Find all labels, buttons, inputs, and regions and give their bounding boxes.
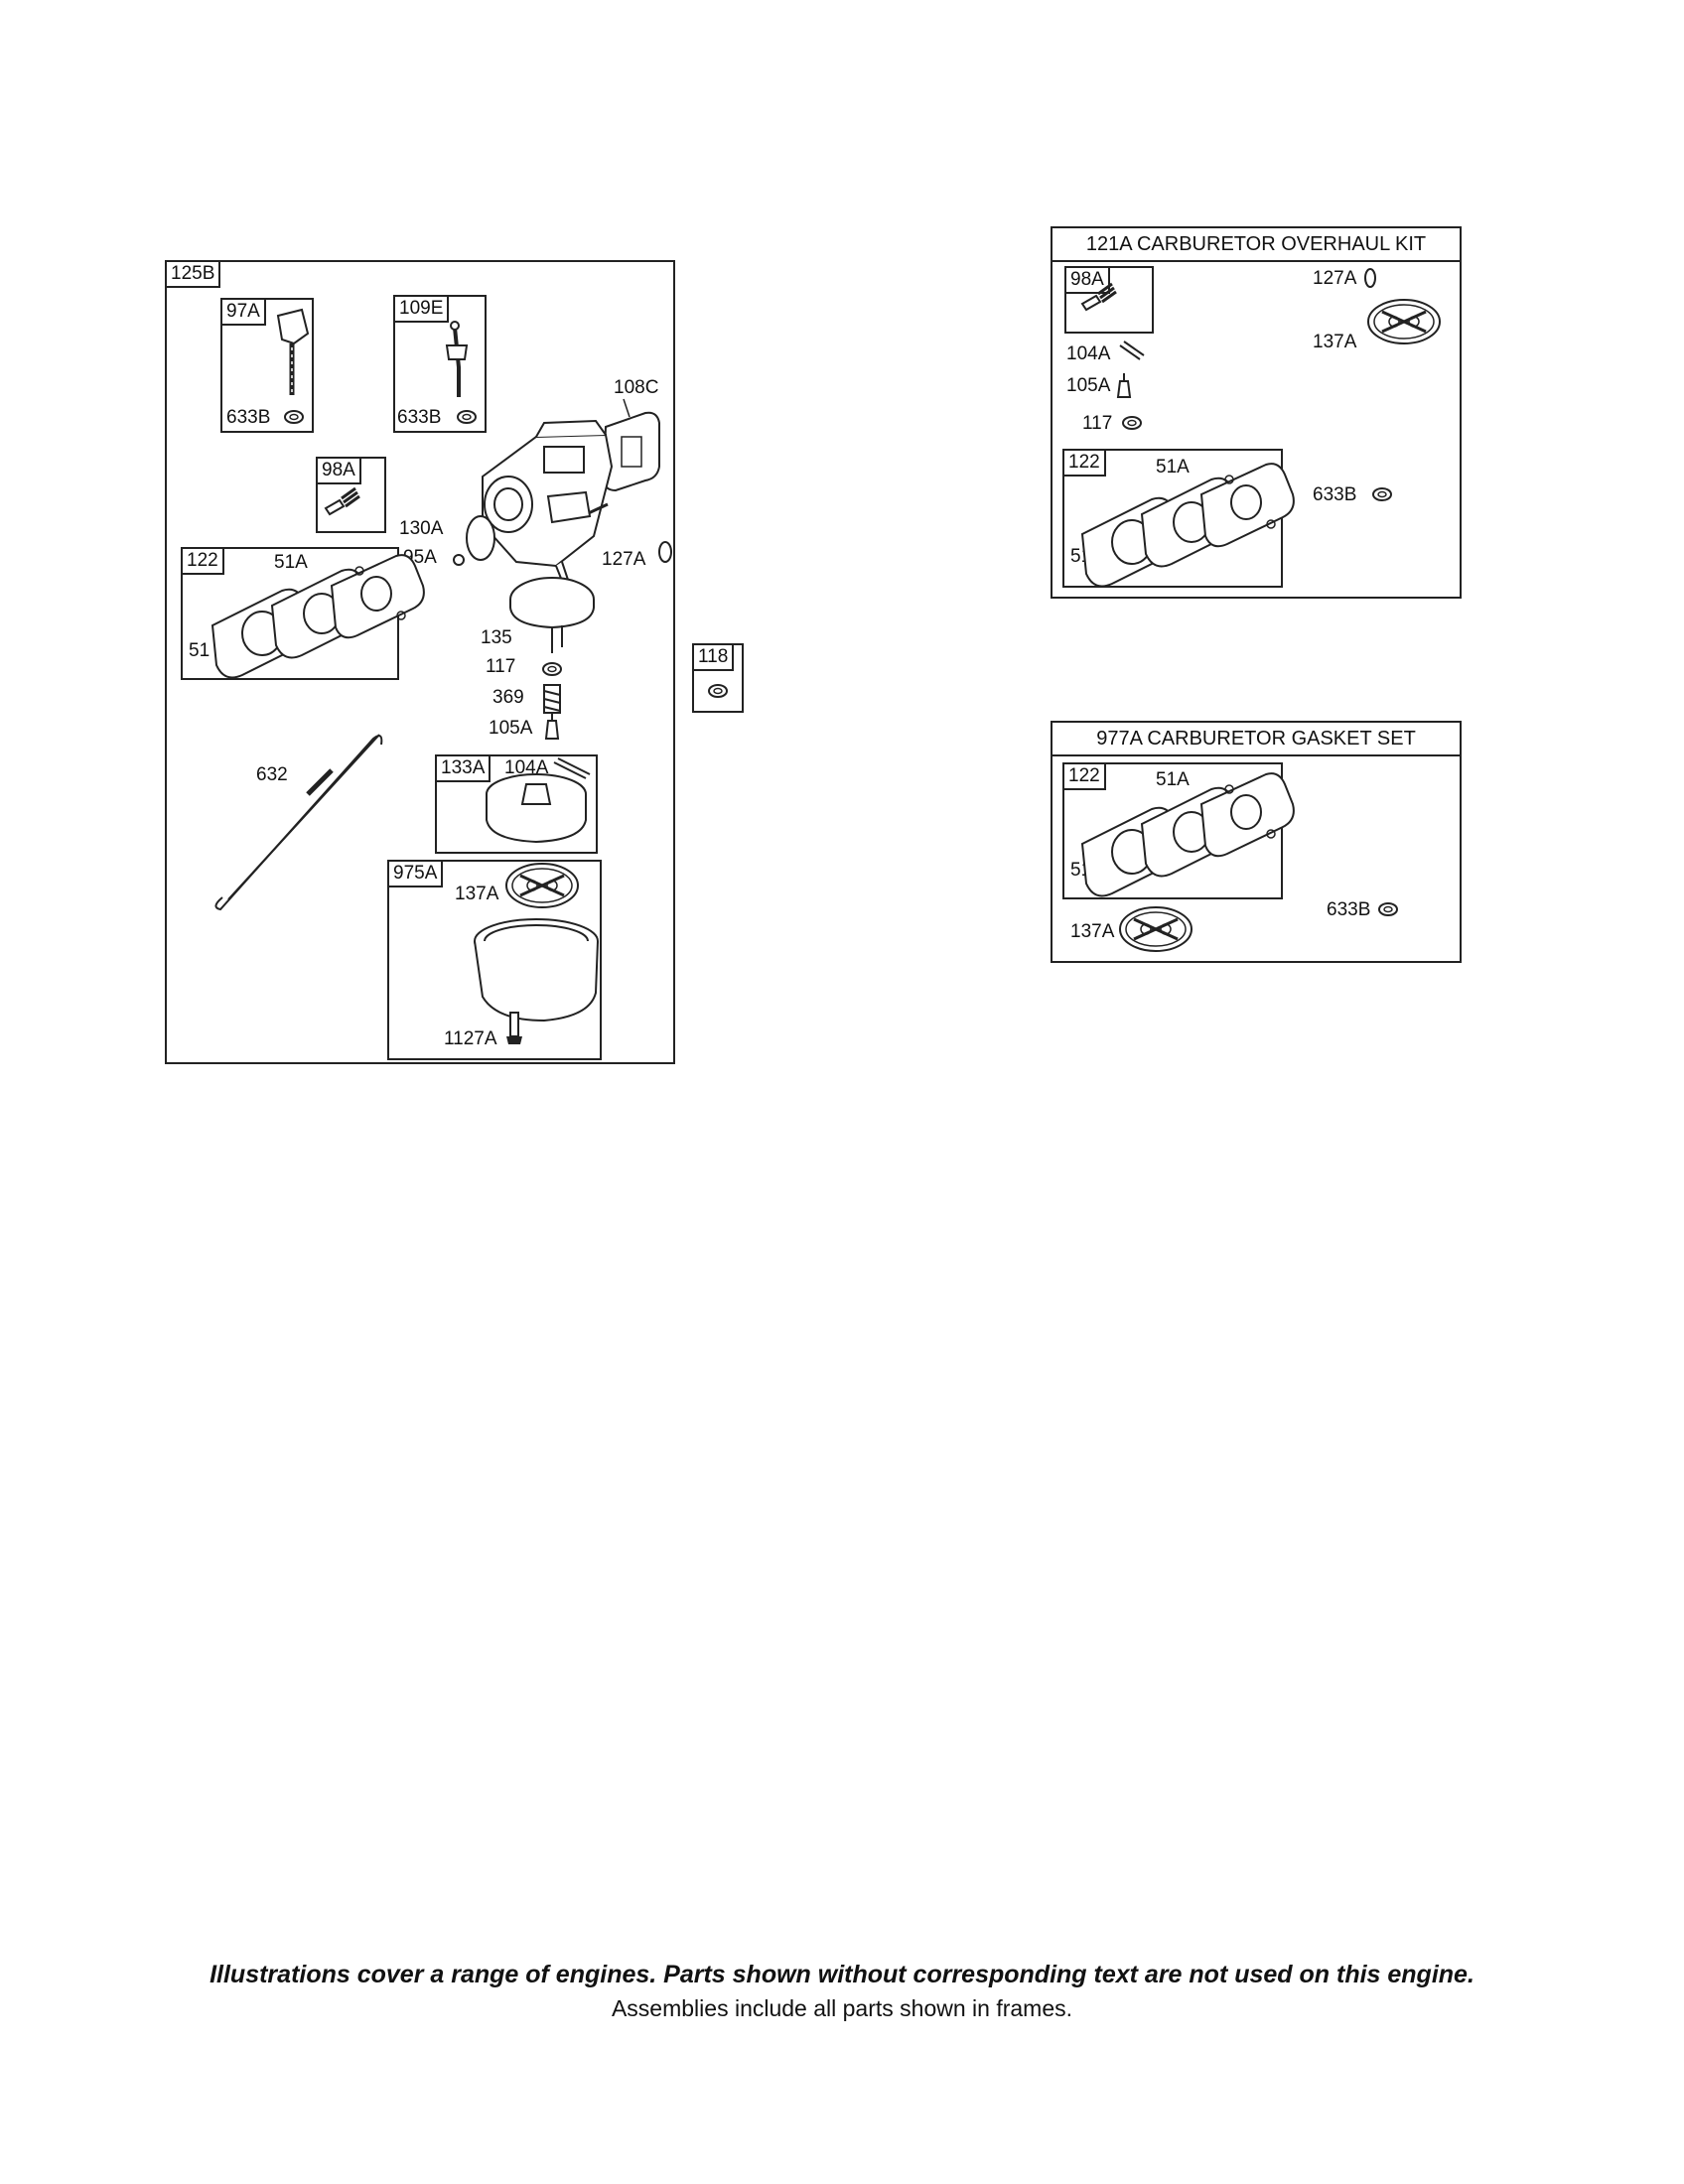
subframe-133A-tag: 133A xyxy=(435,754,491,782)
subframe-98A-tag: 98A xyxy=(316,457,361,484)
label-135: 135 xyxy=(481,627,512,648)
label-108C: 108C xyxy=(614,377,659,398)
subframe-122-tag: 122 xyxy=(181,547,224,575)
subframe-975A-tag: 975A xyxy=(387,860,444,887)
overhaul-label-105A: 105A xyxy=(1066,375,1111,396)
gasket-set-label-633B: 633B xyxy=(1327,899,1371,920)
gasket-set-label-51: 51 xyxy=(1070,860,1092,881)
subframe-133A xyxy=(435,754,598,854)
gasket-set-122-tag: 122 xyxy=(1062,762,1106,790)
label-117: 117 xyxy=(486,656,516,677)
label-1127A: 1127A xyxy=(444,1028,497,1049)
overhaul-label-127A: 127A xyxy=(1313,268,1357,289)
label-632: 632 xyxy=(256,764,288,785)
subframe-97A xyxy=(220,298,314,433)
main-assembly-tag: 125B xyxy=(165,260,221,288)
label-633B-109E: 633B xyxy=(397,407,442,428)
overhaul-kit-title: 121A CARBURETOR OVERHAUL KIT xyxy=(1052,228,1460,262)
subframe-109E-tag: 109E xyxy=(393,295,450,323)
footer-assembly-note: Assemblies include all parts shown in fr… xyxy=(611,1995,1073,2021)
label-51A: 51A xyxy=(274,552,308,573)
footer-disclaimer: Illustrations cover a range of engines. … xyxy=(210,1961,1474,1988)
part-118-tag: 118 xyxy=(692,643,735,671)
main-assembly-frame xyxy=(165,260,675,1064)
overhaul-label-117: 117 xyxy=(1082,413,1113,434)
gasket-set-frame: 977A CARBURETOR GASKET SET xyxy=(1051,721,1462,963)
gasket-set-title: 977A CARBURETOR GASKET SET xyxy=(1052,723,1460,756)
gasket-set-label-51A: 51A xyxy=(1156,769,1190,790)
label-95A: 95A xyxy=(403,547,437,568)
overhaul-kit-98A-tag: 98A xyxy=(1064,266,1110,294)
subframe-97A-tag: 97A xyxy=(220,298,266,326)
overhaul-label-104A: 104A xyxy=(1066,343,1111,364)
overhaul-label-137A: 137A xyxy=(1313,332,1357,352)
label-137A-975A: 137A xyxy=(455,884,499,904)
overhaul-kit-122-tag: 122 xyxy=(1062,449,1106,477)
gasket-set-label-137A: 137A xyxy=(1070,921,1115,942)
label-127A: 127A xyxy=(602,549,646,570)
label-130A: 130A xyxy=(399,518,444,539)
label-105A: 105A xyxy=(489,718,533,739)
label-633B-97A: 633B xyxy=(226,407,271,428)
label-369: 369 xyxy=(492,687,524,708)
overhaul-label-633B: 633B xyxy=(1313,484,1357,505)
overhaul-label-51A: 51A xyxy=(1156,457,1190,478)
label-104A-133A: 104A xyxy=(504,757,549,778)
label-51: 51 xyxy=(189,640,210,661)
overhaul-kit-frame: 121A CARBURETOR OVERHAUL KIT xyxy=(1051,226,1462,599)
overhaul-label-51: 51 xyxy=(1070,546,1092,567)
subframe-975A xyxy=(387,860,602,1060)
